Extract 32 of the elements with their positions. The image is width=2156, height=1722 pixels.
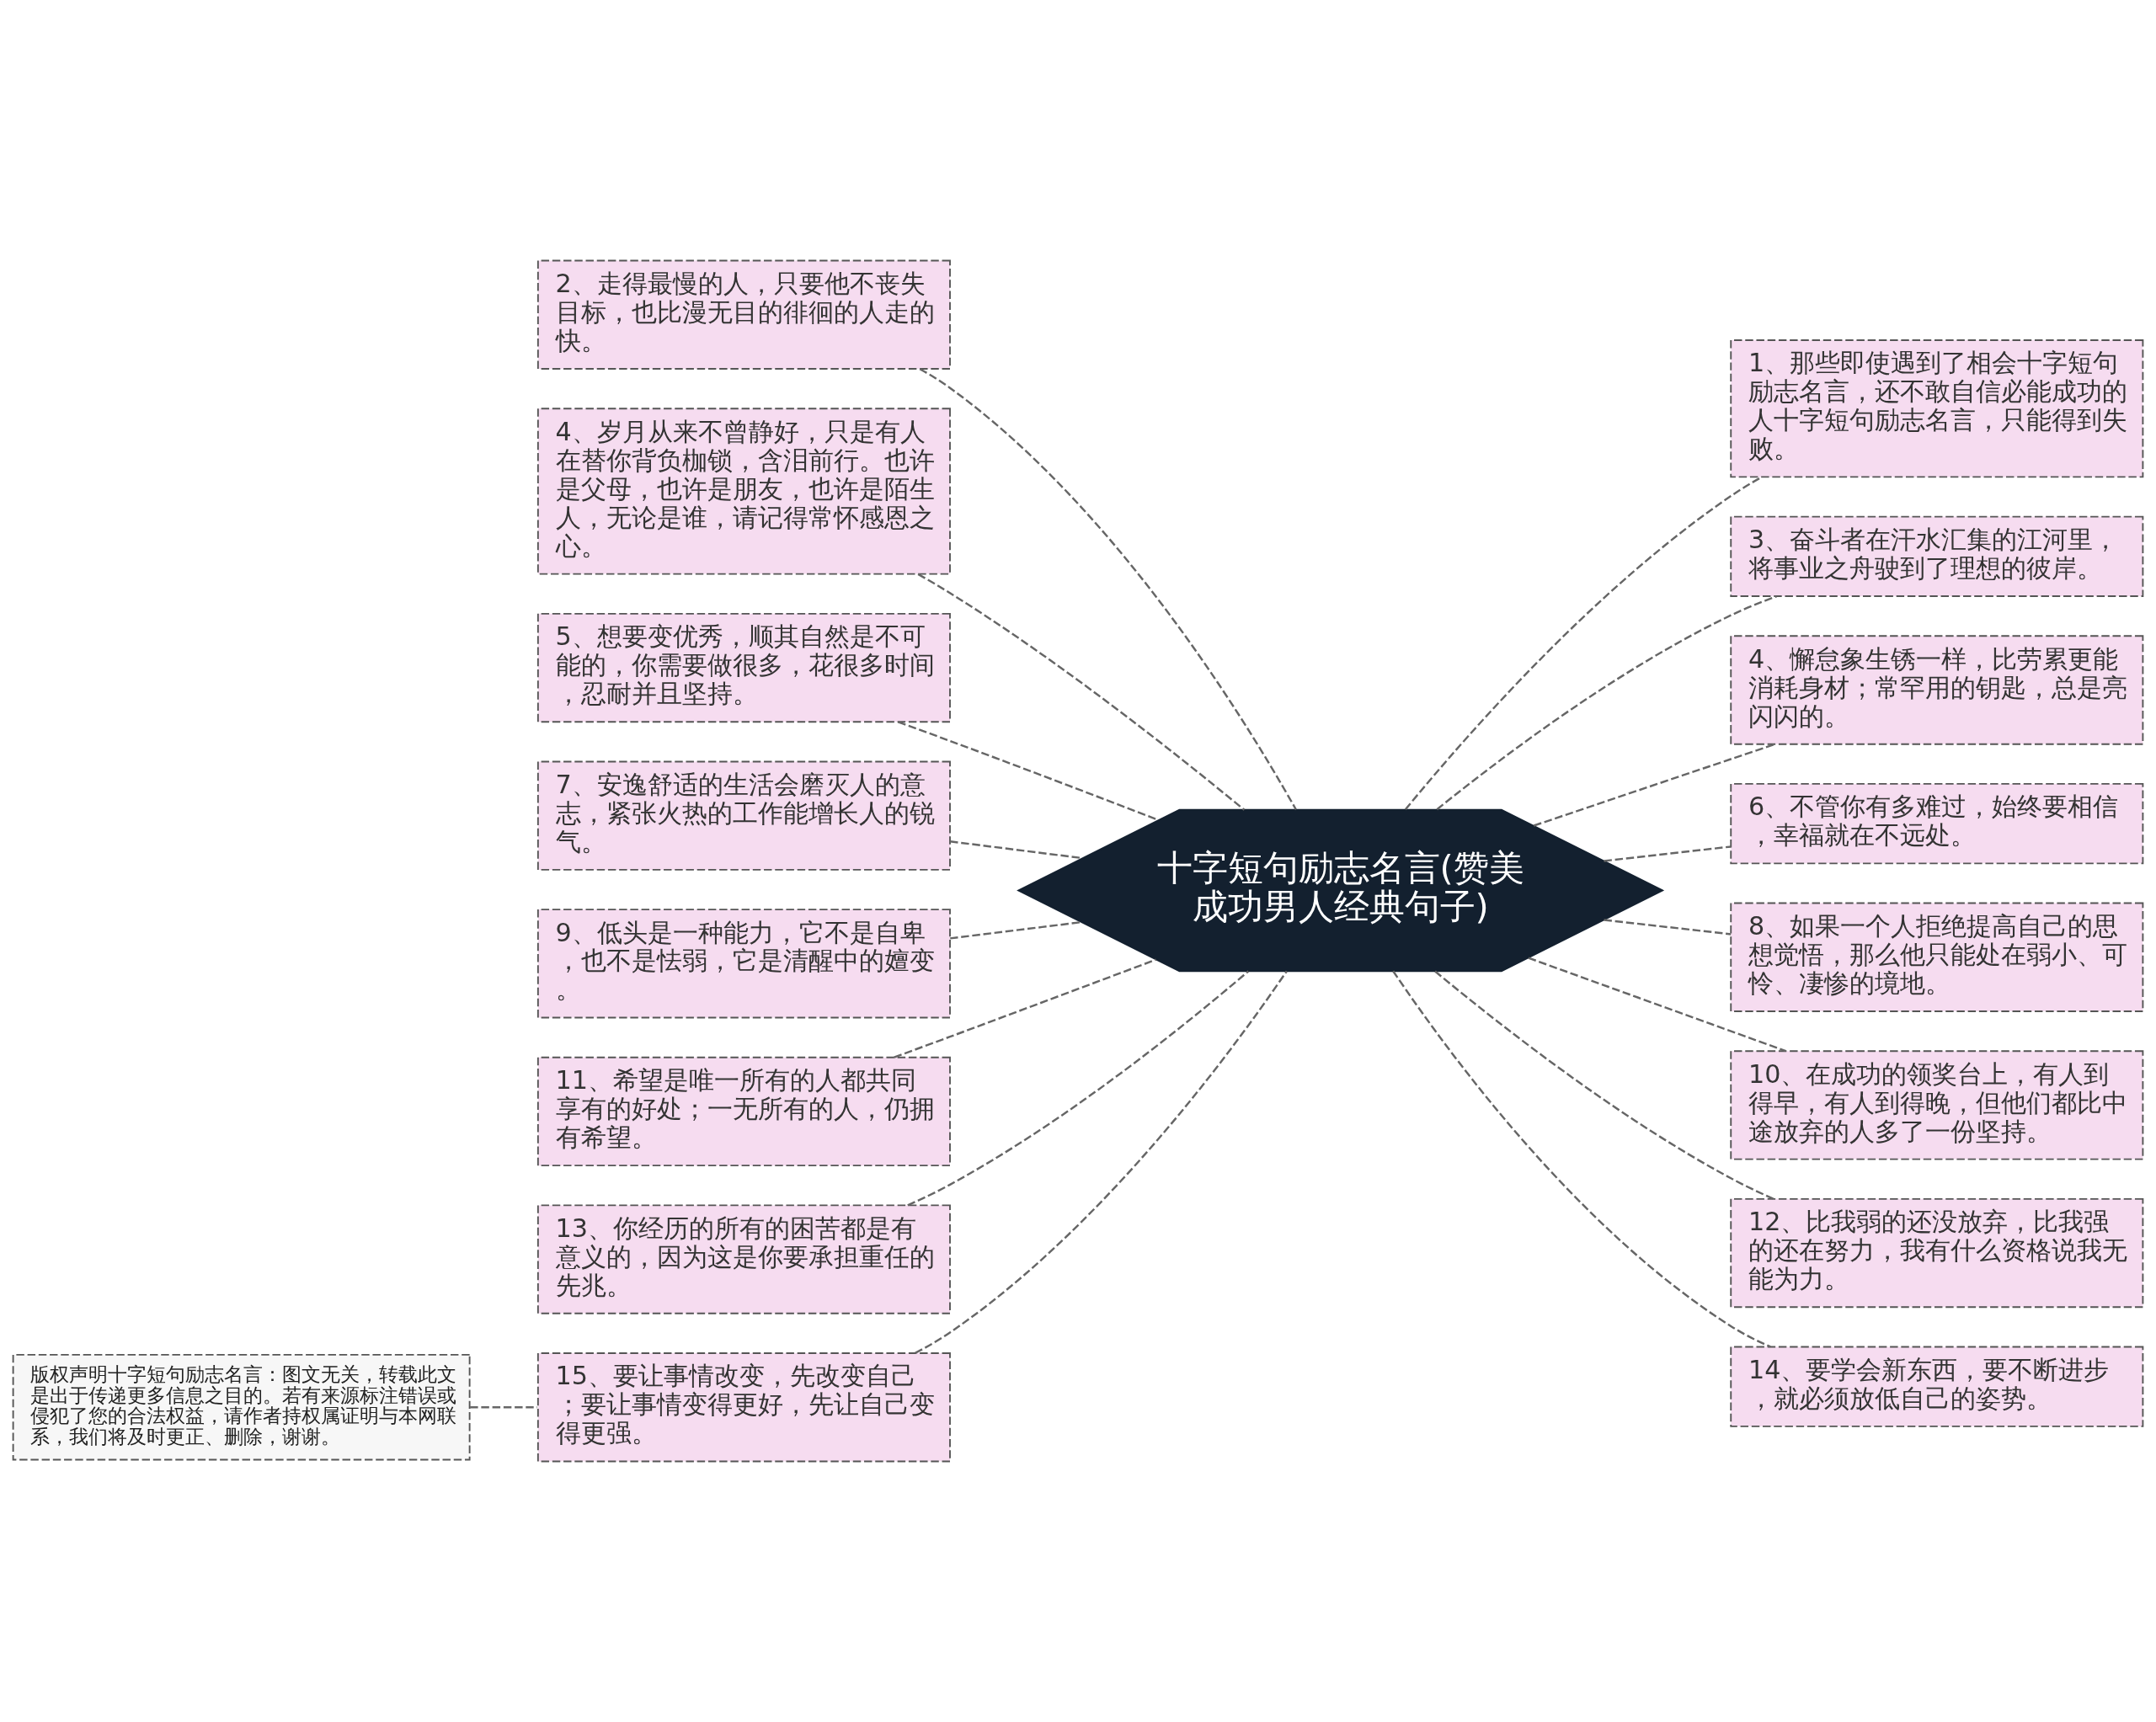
connector — [897, 721, 1159, 821]
connector — [1533, 743, 1775, 827]
connector — [950, 920, 1081, 940]
node-box: 10、在成功的领奖台上，有人到得早，有人到得晚，但他们都比中途放弃的人多了一份坚持。 — [1730, 1050, 2144, 1160]
node-box: 15、要让事情改变，先改变自己；要让事情变得更好，先让自己变得更强。 — [536, 1352, 951, 1463]
node-box: 6、不管你有多难过，始终要相信，幸福就在不远处。 — [1730, 782, 2144, 865]
node-box: 8、如果一个人拒绝提高自己的思想觉悟，那么他只能处在弱小、可怜、凄惨的境地。 — [1730, 902, 2144, 1012]
connector — [1604, 845, 1732, 862]
node-box: 4、岁月从来不曾静好，只是有人在替你背负枷锁，含泪前行。也许是父母，也许是朋友，也许是陌生人，无论是谁，请记得常怀感恩之心。 — [536, 408, 951, 575]
connector — [915, 970, 1288, 1354]
node-box: 3、奋斗者在汗水汇集的江河里，将事业之舟驶到了理想的彼岸。 — [1730, 515, 2144, 597]
connector — [907, 970, 1250, 1207]
node-box: 9、低头是一种能力，它不是自卑，也不是怯弱，它是清醒中的嬗变。 — [536, 909, 951, 1019]
connector — [917, 573, 1246, 811]
node-box: 13、你经历的所有的困苦都是有意义的，因为这是你要承担重任的先兆。 — [536, 1204, 951, 1314]
connector — [470, 1406, 537, 1409]
node-box: 2、走得最慢的人，只要他不丧失目标，也比漫无目的徘徊的人走的快。 — [536, 259, 951, 370]
node-box: 版权声明十字短句励志名言：图文无关，转载此文是出于传递更多信息之目的。若有来源标注错误或侵犯了您的合法权益，请作者持权属证明与本网联系，我们将及时更正、删除，谢谢。 — [12, 1353, 471, 1461]
connector — [1392, 970, 1771, 1348]
connector — [1434, 970, 1774, 1200]
connector — [919, 368, 1297, 811]
node-box: 14、要学会新东西，要不断进步，就必须放低自己的姿势。 — [1730, 1346, 2144, 1427]
node-box: 4、懈怠象生锈一样，比劳累更能消耗身材；常罕用的钥匙，总是亮闪闪的。 — [1730, 635, 2144, 745]
connector — [1528, 957, 1786, 1053]
node-box: 7、安逸舒适的生活会磨灭人的意志，紧张火热的工作能增长人的锐气。 — [536, 760, 951, 871]
connector — [1604, 919, 1732, 936]
node-box: 5、想要变优秀，顺其自然是不可能的，你需要做很多，花很多时间，忍耐并且坚持。 — [536, 612, 951, 723]
node-box: 12、比我弱的还没放弃，比我强的还在努力，我有什么资格说我无能为力。 — [1730, 1197, 2144, 1309]
node-box: 11、希望是唯一所有的人都共同享有的好处；一无所有的人，仍拥有希望。 — [536, 1056, 951, 1167]
node-box: 1、那些即使遇到了相会十字短句励志名言，还不敢自信必能成功的人十字短句励志名言，只能得到失败。 — [1730, 339, 2144, 478]
connector — [894, 958, 1157, 1058]
connector — [1436, 595, 1777, 811]
